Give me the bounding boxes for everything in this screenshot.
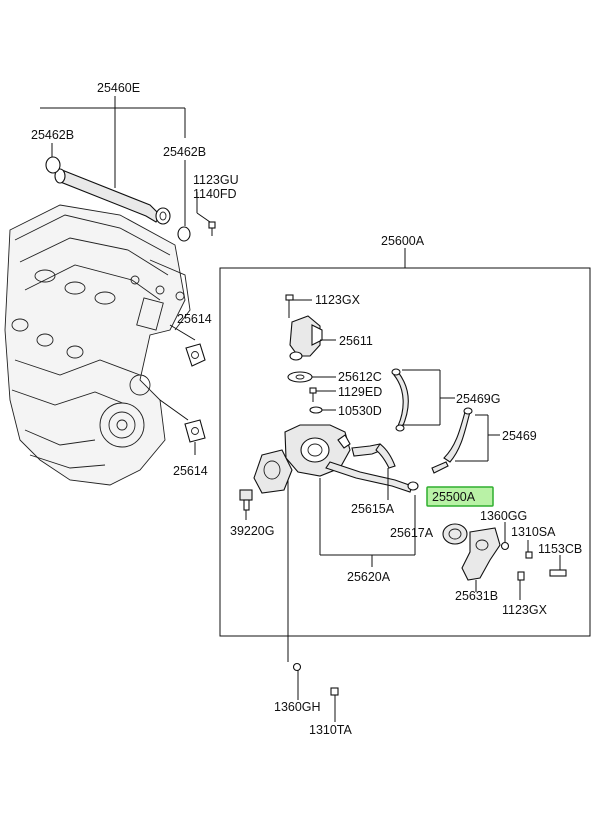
label-1140fd[interactable]: 1140FD [193, 187, 237, 201]
label-1360gg[interactable]: 1360GG [480, 509, 527, 523]
pipe-25615a [351, 443, 396, 469]
leader-lines-top [40, 96, 211, 226]
part-labels: 25460E 25462B 25462B 1123GU 1140FD 25600… [31, 81, 582, 737]
hose-25469g [391, 368, 409, 432]
gasket-10530d [309, 406, 336, 414]
gasket-25614-bottom [184, 419, 206, 443]
label-25612c[interactable]: 25612C [338, 370, 382, 384]
label-1360gh[interactable]: 1360GH [274, 700, 321, 714]
cover-25631b [461, 527, 501, 592]
label-1153cb[interactable]: 1153CB [538, 542, 582, 556]
label-1129ed[interactable]: 1129ED [338, 385, 382, 399]
hose-25469 [431, 407, 473, 474]
bolt-1310sa [525, 540, 533, 559]
label-25611[interactable]: 25611 [339, 334, 373, 348]
label-25614-bottom[interactable]: 25614 [173, 464, 208, 478]
o-ring-25462b-right [177, 226, 191, 242]
bolt-1123gx-top [285, 294, 312, 318]
bolt-1360gg [500, 522, 510, 551]
label-25462b-left[interactable]: 25462B [31, 128, 74, 142]
leader-lines-bottom [287, 480, 336, 722]
label-39220g[interactable]: 39220G [230, 524, 274, 538]
label-10530d[interactable]: 10530D [338, 404, 382, 418]
label-25615a[interactable]: 25615A [351, 502, 395, 516]
label-25469g[interactable]: 25469G [456, 392, 500, 406]
sensor-39220g [239, 489, 253, 520]
label-25614-top[interactable]: 25614 [177, 312, 212, 326]
label-25469[interactable]: 25469 [502, 429, 537, 443]
pipe-25617a [325, 461, 419, 493]
label-1123gu[interactable]: 1123GU [193, 173, 239, 187]
label-25620a[interactable]: 25620A [347, 570, 391, 584]
bolt-1360gh [292, 662, 302, 672]
pipe-25460e [54, 168, 171, 225]
leader-lines-25469 [402, 369, 500, 462]
fitting-25611 [289, 315, 336, 361]
label-1310ta[interactable]: 1310TA [309, 723, 353, 737]
leader-lines-25614 [159, 324, 196, 455]
bolt-1129ed [309, 387, 336, 402]
label-1310sa[interactable]: 1310SA [511, 525, 556, 539]
label-25462b-right[interactable]: 25462B [163, 145, 206, 159]
label-25631b[interactable]: 25631B [455, 589, 498, 603]
thermostat-25500a [442, 523, 468, 545]
assembly-frame-25600a [219, 248, 591, 637]
o-ring-25462b-left [45, 156, 61, 174]
label-1123gx-bottom[interactable]: 1123GX [502, 603, 548, 617]
bolt-1123gx-bottom [517, 571, 525, 600]
bolt-1123gu [208, 221, 216, 236]
gasket-25614-top [185, 343, 206, 367]
housing-25620a [253, 424, 351, 494]
bolt-1153cb [549, 555, 567, 577]
label-25617a[interactable]: 25617A [390, 526, 434, 540]
label-25500a[interactable]: 25500A [432, 490, 476, 504]
gasket-25612c [287, 371, 336, 383]
leader-lines-housing [319, 468, 416, 567]
part-highlight-25500a[interactable] [426, 486, 494, 507]
label-1123gx-top[interactable]: 1123GX [315, 293, 361, 307]
label-25600a[interactable]: 25600A [381, 234, 425, 248]
bolt-1310ta [330, 687, 339, 696]
engine-block-illustration [4, 204, 191, 486]
label-25460e[interactable]: 25460E [97, 81, 140, 95]
